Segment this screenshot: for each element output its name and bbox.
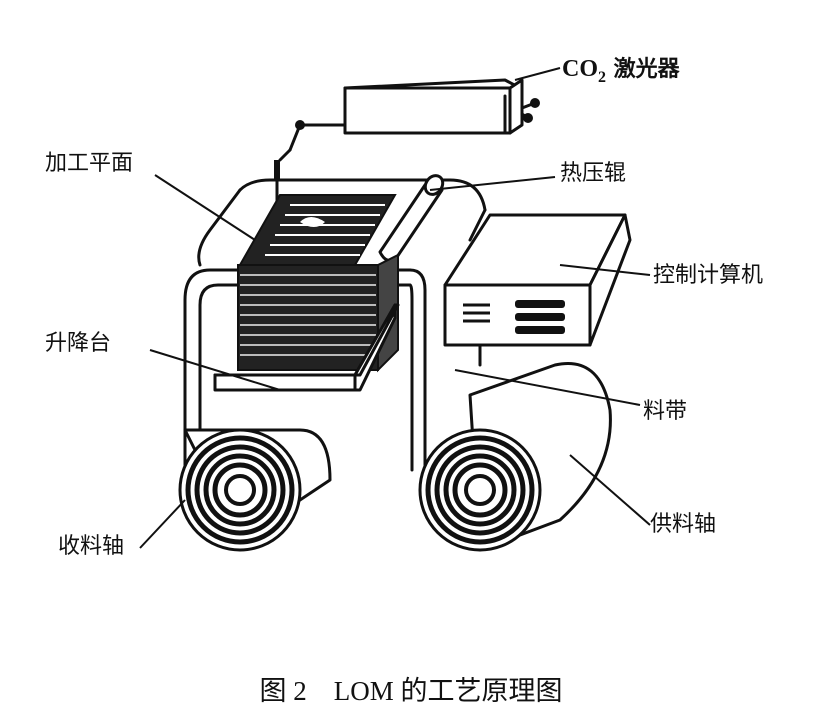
part-stack <box>237 253 399 373</box>
figure-caption: 图 2 LOM 的工艺原理图 <box>260 676 563 706</box>
co2-laser <box>274 78 540 217</box>
supply-roll <box>418 362 612 552</box>
leader-lines <box>139 67 651 549</box>
material-strip-label: 料带 <box>643 399 687 424</box>
work-plane-label: 加工平面 <box>45 151 133 176</box>
machine-housing <box>197 178 487 267</box>
lift-table-label: 升降台 <box>45 331 111 356</box>
supply-shaft-label: 供料轴 <box>650 512 716 537</box>
hot-roller-label: 热压辊 <box>560 161 626 186</box>
control-computer-label: 控制计算机 <box>653 263 763 288</box>
work-plane <box>238 194 397 266</box>
lift-table <box>213 303 400 392</box>
laser-label: CO2 激光器 <box>562 56 681 86</box>
take-up-shaft-label: 收料轴 <box>58 534 124 559</box>
take-up-roll <box>178 428 332 552</box>
hot-roller <box>378 174 445 263</box>
